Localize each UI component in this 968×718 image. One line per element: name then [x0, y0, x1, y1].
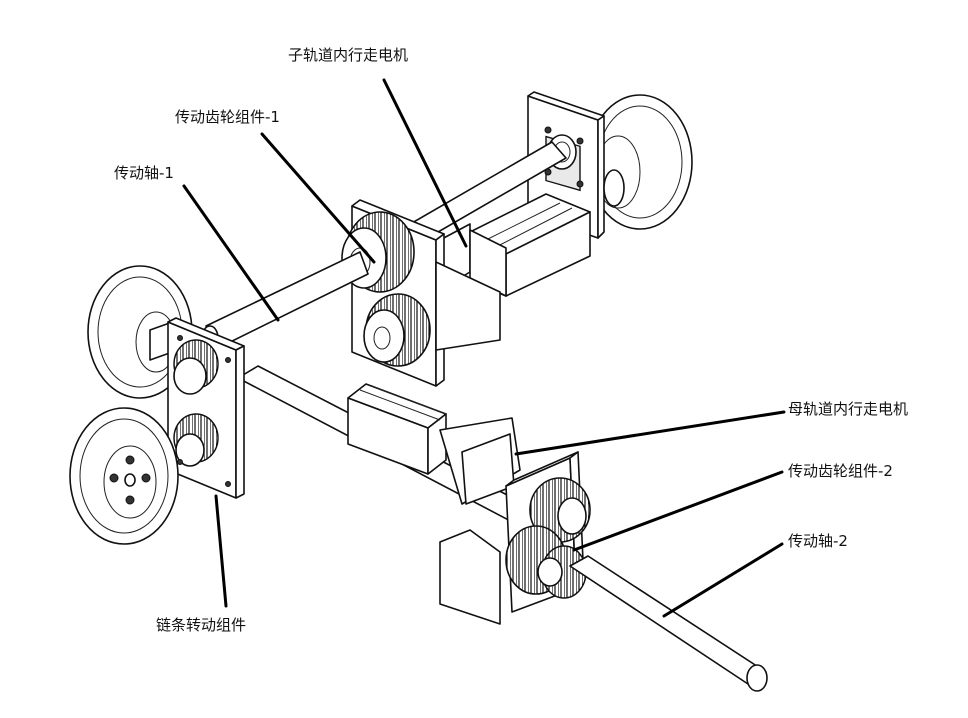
gear-assembly-1: [341, 211, 431, 367]
gear-assembly-2: [505, 477, 591, 599]
front-left-lower-wheel: [69, 407, 179, 545]
leader-sub-rail-motor: [382, 78, 468, 248]
label-drive-shaft-2: 传动轴-2: [788, 532, 848, 550]
main-rail-motor: [347, 383, 521, 505]
leader-gear-assembly-2: [572, 470, 784, 552]
label-gear-assembly-2: 传动齿轮组件-2: [788, 462, 893, 480]
leader-main-rail-motor: [514, 410, 786, 456]
leader-chain-assembly: [214, 494, 228, 608]
label-gear-assembly-1: 传动齿轮组件-1: [175, 108, 280, 126]
drive-shaft-1: [201, 251, 369, 351]
leader-gear-assembly-1: [260, 132, 376, 264]
drive-shaft-2: [569, 555, 768, 692]
leader-drive-shaft-2: [662, 542, 784, 618]
chain-assembly: [167, 317, 245, 499]
label-drive-shaft-1: 传动轴-1: [114, 164, 174, 182]
leader-drive-shaft-1: [182, 184, 280, 322]
label-main-rail-motor: 母轨道内行走电机: [788, 400, 909, 418]
label-chain-assembly: 链条转动组件: [156, 616, 247, 634]
leader-lines: [182, 78, 786, 618]
label-sub-rail-motor: 子轨道内行走电机: [288, 46, 409, 64]
